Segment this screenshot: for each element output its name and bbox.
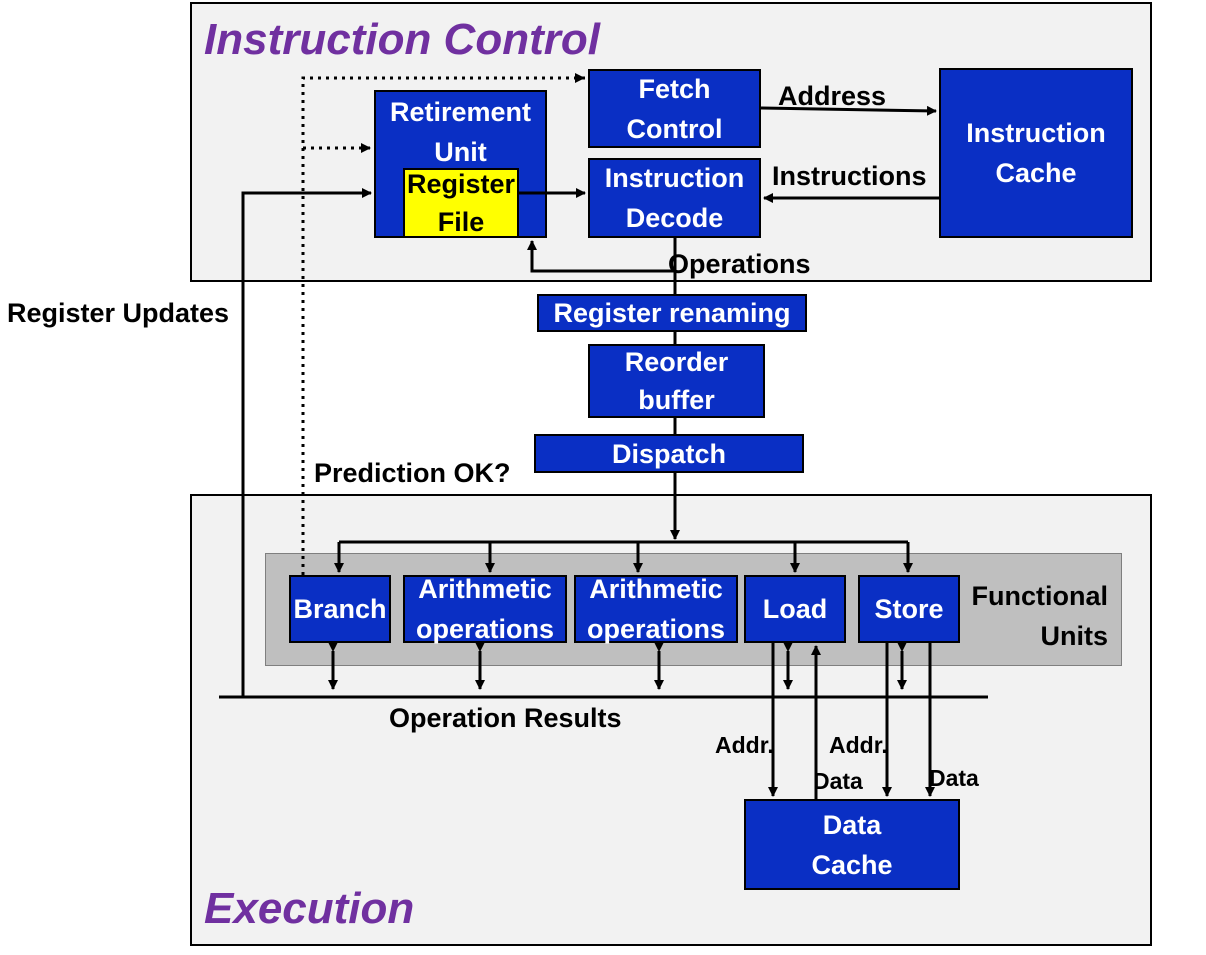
prediction-feedback-line	[301, 76, 585, 575]
operations-to-retirement-arrow	[527, 238, 677, 273]
register-updates-label: Register Updates	[7, 298, 230, 328]
store-unit: Store	[858, 575, 960, 643]
address-arrow	[760, 105, 937, 116]
branch-unit: Branch	[289, 575, 391, 643]
load-unit: Load	[744, 575, 846, 643]
arithmetic-unit-1: Arithmetic operations	[403, 574, 567, 644]
register-updates-arrow	[241, 188, 372, 697]
load-data-label: Data	[813, 768, 863, 794]
register-file-block: Register File	[403, 168, 519, 238]
functional-units-label: Functional Units	[971, 581, 1109, 651]
instruction-decode-block: Instruction Decode	[588, 158, 761, 238]
prediction-ok-label: Prediction OK?	[314, 458, 511, 488]
instruction-cache-block: Instruction Cache	[939, 68, 1133, 238]
store-data-label: Data	[929, 765, 979, 791]
load-addr-label: Addr.	[715, 732, 774, 758]
instructions-label: Instructions	[772, 161, 927, 191]
register-renaming-block: Register renaming	[537, 294, 807, 332]
store-addr-label: Addr.	[829, 732, 888, 758]
address-label: Address	[778, 81, 887, 111]
instruction-control-title: Instruction Control	[204, 15, 600, 64]
execution-title: Execution	[204, 884, 415, 933]
operation-results-label: Operation Results	[389, 703, 622, 733]
operations-label: Operations	[668, 249, 811, 279]
dispatch-block: Dispatch	[534, 434, 804, 473]
data-cache-block: Data Cache	[744, 799, 960, 890]
reorder-buffer-block: Reorder buffer	[588, 344, 765, 418]
fetch-control-block: Fetch Control	[588, 69, 761, 148]
arithmetic-unit-2: Arithmetic operations	[574, 574, 738, 644]
